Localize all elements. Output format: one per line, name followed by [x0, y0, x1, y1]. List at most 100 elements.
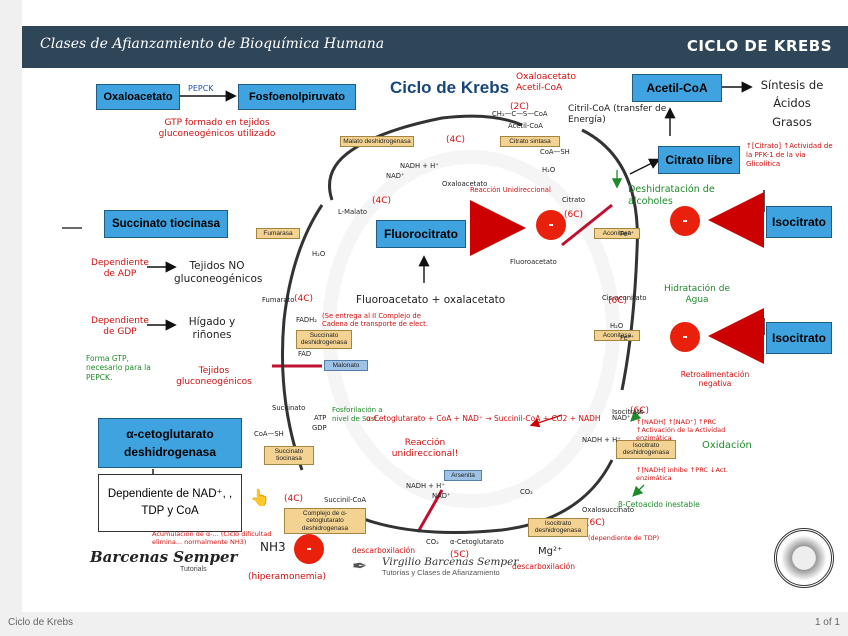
succinato-dh-enzyme: Succinato deshidrogenasa: [296, 330, 352, 349]
footer-bar: Ciclo de Krebs 1 of 1: [0, 612, 848, 636]
oxalo-acetil-note: Oxaloacetato Acetil-CoA: [516, 72, 577, 94]
dependiente-nad-text: Dependiente de NAD⁺, , TDP y CoA: [107, 487, 233, 517]
fad-label: FAD: [298, 350, 312, 358]
mg-label: Mg²⁺: [538, 546, 563, 557]
cycle-arc-right: [581, 128, 639, 391]
cycle-arc-top: [328, 114, 523, 201]
cycle-arc-left: [280, 204, 324, 471]
fumarasa-enzyme: Fumarasa: [256, 228, 300, 240]
fe-label-2: Fe²⁺: [620, 334, 635, 342]
top-strip: [22, 0, 848, 24]
sintesis-note: Síntesis de Ácidos Grasos: [760, 78, 824, 129]
fluoroacetato-mol-label: Fluoroacetato: [510, 258, 557, 266]
akg-reaction-note: α-Cetoglutarato + CoA + NAD⁺ → Succinil-…: [366, 414, 601, 423]
isocitrato-dh-enzyme-1: Isocitrato deshidrogenasa: [616, 440, 676, 459]
nadh-label-top: NADH + H⁺: [400, 162, 439, 170]
forma-gtp-note: Forma GTP, necesario para la PEPCK.: [86, 354, 151, 382]
reaccion-unidir-note: Reacción Unidireccional: [470, 186, 551, 194]
h2o-label-left: H₂O: [312, 250, 326, 258]
carbon-label-4c-malato: (4C): [372, 196, 392, 206]
akg-mol-label: α-Cetoglutarato: [450, 538, 504, 546]
dependiente-nad-box: Dependiente de NAD⁺, , TDP y CoA: [98, 474, 242, 532]
succinato-mol-label: Succinato: [272, 404, 306, 412]
akg-dh-box: α-cetoglutarato deshidrogenasa: [98, 418, 242, 468]
inhibe-note: ↑[NADH] inhibe ↑PRC ↓Act. enzimática: [636, 466, 728, 483]
citrato-mol-label: Citrato: [562, 196, 586, 204]
block-line-2: [416, 489, 444, 533]
hiperamonemia-note: (hiperamonemia): [248, 572, 326, 582]
malato-mol-label: L-Malato: [338, 208, 368, 216]
carbon-label-4c-top: (4C): [446, 135, 466, 145]
h2o-label-top: H₂O: [542, 166, 556, 174]
main-title: Ciclo de Krebs: [390, 78, 510, 97]
pepck-label: PEPCK: [188, 84, 214, 93]
header-right-title: CICLO DE KREBS: [686, 37, 832, 55]
carbon-label-5c: (5C): [450, 550, 470, 560]
aconitasa-enzyme-2: Aconitasa: [594, 330, 640, 342]
succinil-mol-label: Succinil-CoA: [324, 496, 367, 504]
signature-text: Virgilio Barcenas Semper: [382, 556, 519, 568]
carbon-label-6c-iso: (6C): [630, 406, 650, 416]
dep-adp-note: Dependiente de ADP: [91, 258, 149, 280]
oxaloacetato-mol-label: Oxaloacetato: [442, 180, 488, 188]
co2-label-bottom: CO₂: [426, 538, 439, 546]
deshidratacion-note: Deshidratación de alcoholes: [628, 184, 715, 207]
nadh-label-bottom: NADH + H⁺: [406, 482, 445, 490]
pen-icon: ✒: [352, 556, 368, 576]
reaccion-unidir2-note: Reacción unidireccional!: [391, 438, 459, 460]
carbon-label-4c-succ: (4C): [284, 494, 304, 504]
green-arrow-2: [630, 409, 643, 422]
logo-left-text: Barcenas Semper: [90, 548, 238, 566]
malato-dh-enzyme: Malato deshidrogenasa: [340, 136, 414, 148]
citrato-libre-arrow: [629, 158, 661, 175]
akg-complex-enzyme: Complejo de α-cetoglutarato deshidrogena…: [284, 508, 366, 535]
isocitrato-box-2: Isocitrato: [766, 322, 832, 354]
isocitrato-mol-label: Isocitrato: [612, 408, 644, 416]
slide: Clases de Afianzamiento de Bioquímica Hu…: [22, 0, 848, 612]
isocitrato-box-1: Isocitrato: [766, 206, 832, 238]
arrows-layer: [62, 81, 765, 534]
retro-note: Retroalimentación negativa: [680, 370, 750, 389]
header-title: Clases de Afianzamiento de Bioquímica Hu…: [40, 36, 385, 52]
descarb1-note: descarboxilación: [352, 546, 415, 555]
co2-label-right: CO₂: [520, 488, 533, 496]
oxaloacetato-box: Oxaloacetato: [96, 84, 180, 110]
green-arrow-3: [632, 484, 645, 497]
b-cetoacido-note: β-Cetoacido inestable: [618, 500, 700, 509]
h2o-label-right: H₂O: [610, 322, 624, 330]
coa-sh-top-label: CoA—SH: [540, 148, 570, 156]
red-note-arrow: [529, 414, 563, 428]
carbon-label-4c-fum: (4C): [294, 294, 314, 304]
minus-circle-bottom: -: [294, 534, 324, 564]
acetil-coa-structure: CH₃—C—S—CoA: [492, 110, 548, 118]
coa-sh-left-label: CoA—SH: [254, 430, 284, 438]
arsenita-inhibitor: Arsenita: [444, 470, 482, 482]
fe-label-1: Fe²⁺: [620, 230, 635, 238]
carbon-label-6c-cis: (6C): [608, 296, 628, 306]
signature-sub: Tutorías y Clases de Afianzamiento: [382, 568, 500, 577]
fadh-label: FADH₂: [296, 316, 318, 324]
succinato-tiocinasa-enzyme: Succinato tiocinasa: [264, 446, 314, 465]
citrato-sintasa-enzyme: Citrato sintasa: [500, 136, 560, 148]
aconitasa-enzyme-1: Aconitasa: [594, 228, 640, 240]
footer-left: Ciclo de Krebs: [8, 617, 74, 628]
atp-label: ATP: [314, 414, 327, 422]
minus-circle-3: -: [670, 322, 700, 352]
nad-label-right: NAD⁺: [612, 414, 631, 422]
logo-left: Barcenas Semper Tutorials: [90, 548, 240, 596]
malonato-inhibitor: Malonato: [324, 360, 368, 372]
crest-logo: [774, 528, 834, 588]
cycle-arc-bottom: [341, 459, 614, 534]
dep-gdp-note: Dependiente de GDP: [91, 316, 149, 338]
descarb2-note: descarboxilación: [512, 562, 575, 571]
header-bar: Clases de Afianzamiento de Bioquímica Hu…: [22, 26, 848, 68]
succinato-tiocinasa-box: Succinato tiocinasa: [104, 210, 228, 238]
minus-circle-2: -: [670, 206, 700, 236]
minus-circle-1: -: [536, 210, 566, 240]
citrato-effect-note: ↑[Citrato] ↑Actividad de la PFK-1 de la …: [746, 142, 833, 168]
fumarato-mol-label: Fumarato: [262, 296, 295, 304]
gtp-formado-note: GTP formado en tejidos gluconeogénicos u…: [158, 118, 276, 140]
pointing-hand-icon: 👆: [250, 488, 270, 507]
citril-coa-note: Citril-CoA (transfer de Energía): [568, 104, 667, 126]
nadh-prc-note: ↑[NADH] ↑[NAD⁺] ↑PRC ↑Activación de la A…: [636, 418, 726, 443]
